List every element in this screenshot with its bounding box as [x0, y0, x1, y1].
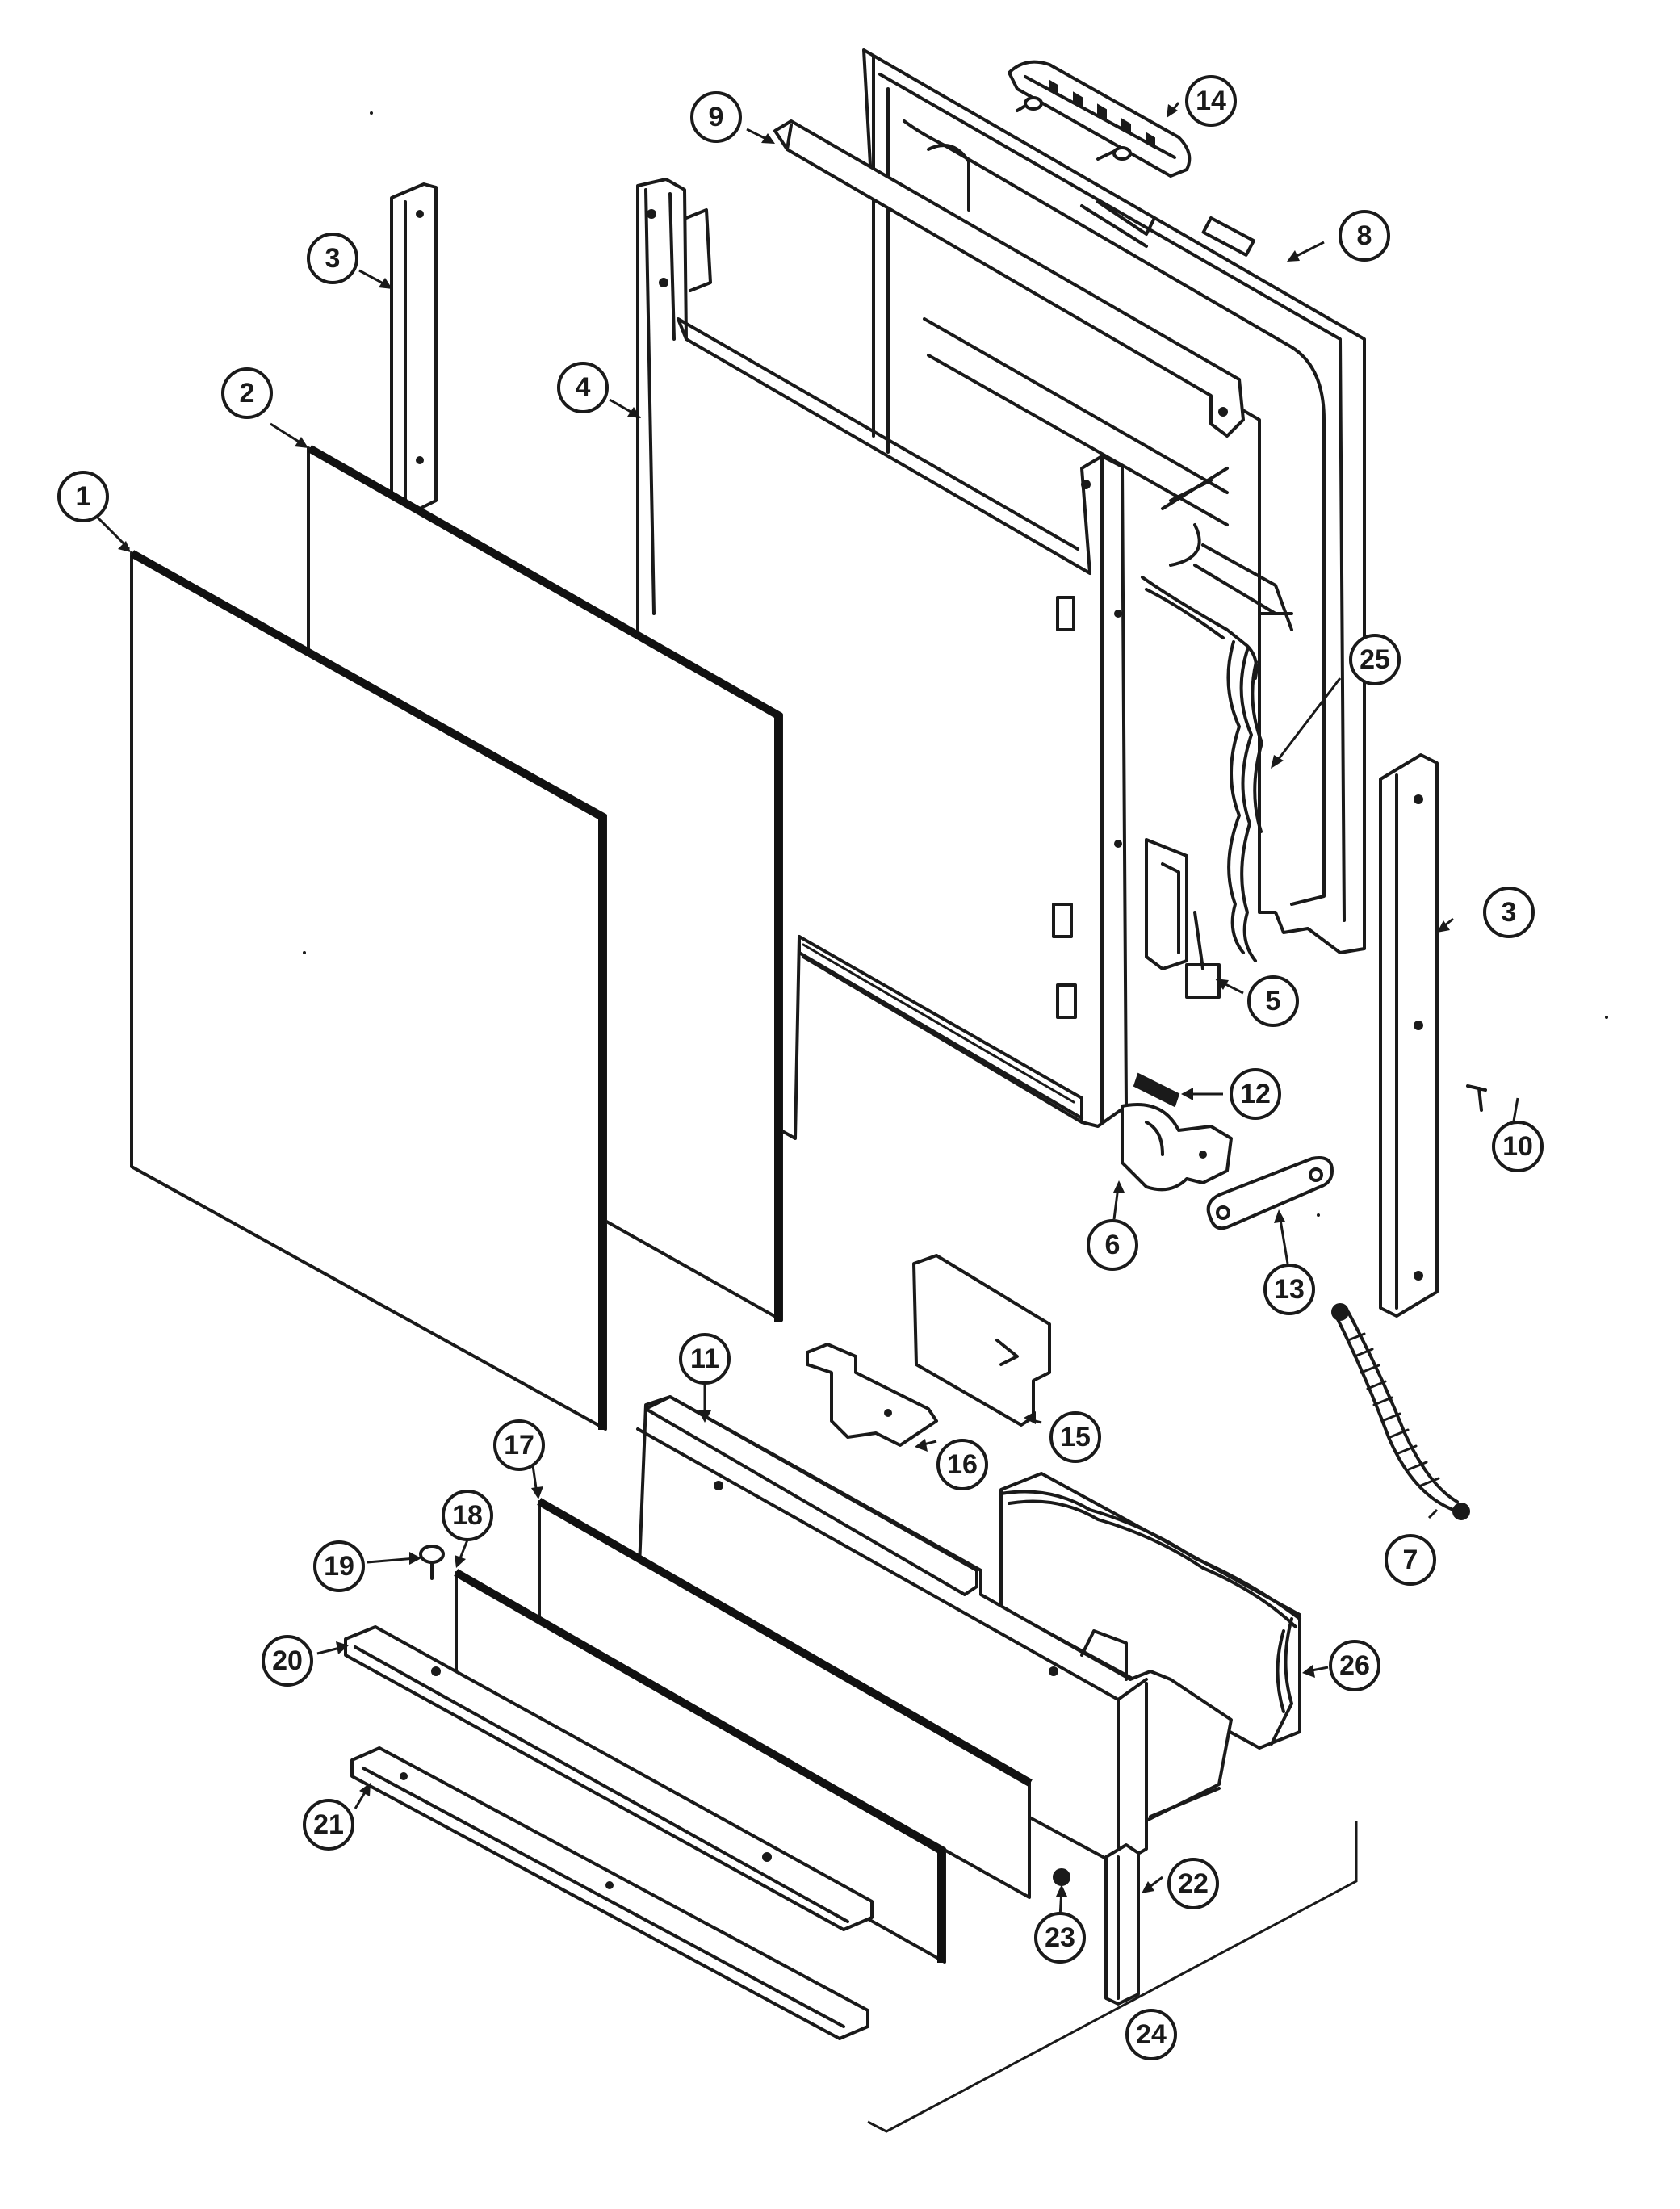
part-door-panel-front: [130, 550, 607, 1431]
svg-text:23: 23: [1045, 1922, 1075, 1953]
part-screw-small: [1466, 1084, 1487, 1112]
svg-text:7: 7: [1403, 1545, 1418, 1575]
part-gasket: [1141, 576, 1263, 962]
svg-text:24: 24: [1136, 2019, 1167, 2050]
part-bottom-trim-lower: [350, 1746, 869, 2040]
callout-25: 25: [1349, 634, 1401, 685]
callout-17: 17: [493, 1419, 545, 1471]
svg-text:19: 19: [324, 1551, 354, 1582]
callout-14: 14: [1185, 75, 1237, 127]
svg-text:12: 12: [1240, 1079, 1271, 1109]
svg-text:26: 26: [1339, 1650, 1370, 1681]
svg-text:3: 3: [1502, 897, 1517, 928]
part-side-trim-right: [1379, 753, 1439, 1318]
callout-16: 16: [936, 1439, 988, 1490]
part-top-channel: [773, 119, 1245, 438]
svg-text:21: 21: [313, 1809, 344, 1840]
callout-3-right: 3: [1483, 887, 1535, 938]
callout-8: 8: [1339, 210, 1390, 262]
svg-text:14: 14: [1196, 86, 1226, 116]
svg-text:11: 11: [690, 1343, 719, 1374]
svg-text:8: 8: [1357, 220, 1372, 251]
callout-21: 21: [303, 1799, 354, 1851]
callout-23: 23: [1034, 1912, 1086, 1964]
part-side-trim-left: [390, 182, 438, 518]
svg-text:20: 20: [272, 1645, 303, 1676]
callout-22: 22: [1167, 1858, 1219, 1909]
callout-15: 15: [1049, 1411, 1101, 1463]
svg-text:1: 1: [76, 481, 91, 512]
callout-4: 4: [557, 362, 609, 413]
svg-text:18: 18: [452, 1500, 483, 1531]
svg-text:15: 15: [1060, 1422, 1091, 1452]
callout-20: 20: [262, 1635, 313, 1687]
part-kick-panel-back: [537, 1498, 1033, 1899]
svg-text:5: 5: [1266, 986, 1281, 1016]
svg-text:13: 13: [1274, 1274, 1305, 1305]
callout-10: 10: [1492, 1121, 1544, 1172]
part-nut: [1053, 1868, 1070, 1886]
part-bottom-trim-top: [344, 1625, 874, 1931]
part-hinge-bracket: [1121, 1103, 1233, 1192]
part-end-cap: [1104, 1843, 1140, 2006]
callout-12: 12: [1230, 1068, 1281, 1120]
callout-9: 9: [690, 91, 742, 143]
callout-3-left: 3: [307, 233, 358, 284]
callout-7: 7: [1385, 1534, 1436, 1586]
assembly-bracket-24: [867, 1821, 1358, 2133]
svg-text:25: 25: [1360, 644, 1390, 675]
callout-18: 18: [442, 1490, 493, 1541]
part-screw: [419, 1545, 445, 1580]
callout-2: 2: [221, 367, 273, 419]
callout-13: 13: [1263, 1264, 1315, 1315]
part-latch-bracket: [1145, 838, 1221, 999]
svg-text:16: 16: [947, 1449, 978, 1480]
svg-text:17: 17: [504, 1430, 534, 1461]
callout-24: 24: [1125, 2009, 1177, 2060]
part-bracket-plate: [912, 1254, 1051, 1427]
part-door-inner-frame: [862, 48, 1366, 954]
part-link: [1206, 1156, 1334, 1230]
callout-11: 11: [679, 1333, 731, 1385]
svg-text:22: 22: [1178, 1868, 1209, 1899]
part-bracket-small: [806, 1343, 938, 1447]
callout-6: 6: [1087, 1219, 1138, 1271]
callout-26: 26: [1329, 1640, 1380, 1691]
svg-text:3: 3: [325, 243, 341, 274]
part-door-spring: [1331, 1303, 1470, 1520]
callout-5: 5: [1247, 975, 1299, 1027]
leader-lines: [95, 102, 1519, 1918]
part-clip: [1133, 1072, 1180, 1108]
svg-text:2: 2: [240, 378, 255, 409]
svg-text:10: 10: [1502, 1131, 1533, 1162]
svg-text:9: 9: [709, 102, 724, 132]
svg-text:6: 6: [1105, 1230, 1121, 1260]
svg-text:4: 4: [576, 372, 591, 403]
callout-19: 19: [313, 1540, 365, 1592]
callout-1: 1: [57, 471, 109, 522]
part-kick-panel-front: [454, 1569, 946, 1964]
part-handle: [1008, 60, 1192, 178]
